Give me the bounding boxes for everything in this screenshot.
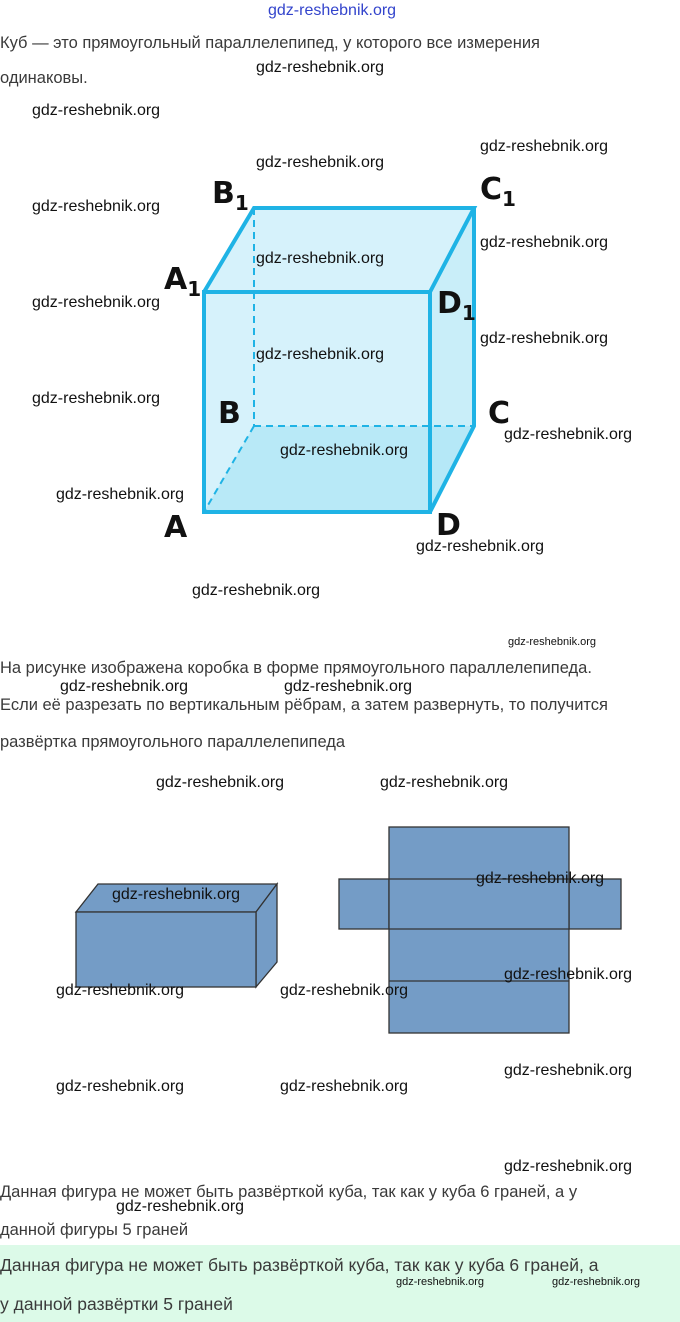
watermark: gdz-reshebnik.org [256,59,385,76]
watermark: gdz-reshebnik.org [480,234,609,251]
label-b: B [218,396,241,431]
watermark: gdz-reshebnik.org [380,774,509,791]
para2-line-3: развёртка прямоугольного параллелепипеда [0,733,346,751]
box-net-figure [338,826,622,1034]
watermark: gdz-reshebnik.org [60,678,189,695]
watermark: gdz-reshebnik.org [56,982,185,999]
watermark: gdz-reshebnik.org [280,442,409,459]
watermark: gdz-reshebnik.org [416,538,545,555]
answer-line-1: Данная фигура не может быть развёрткой к… [0,1255,599,1275]
watermark: gdz-reshebnik.org [284,678,413,695]
para2-line-1: На рисунке изображена коробка в форме пр… [0,659,592,677]
watermark: gdz-reshebnik.org [504,1158,633,1175]
intro-line-1: Куб — это прямоугольный параллелепипед, … [0,34,540,52]
label-d1: D1 [437,286,476,325]
watermark: gdz-reshebnik.org [256,346,385,363]
watermark: gdz-reshebnik.org [504,1062,633,1079]
cube-figure [202,206,478,514]
label-a1: A1 [164,262,202,301]
watermark: gdz-reshebnik.org [192,582,321,599]
watermark: gdz-reshebnik.org [116,1198,245,1215]
box-figure [74,882,279,989]
site-link[interactable]: gdz-reshebnik.org [268,2,397,19]
label-c1: C1 [480,172,516,211]
watermark: gdz-reshebnik.org [56,1078,185,1095]
label-a: A [164,510,188,545]
watermark: gdz-reshebnik.org [552,1276,641,1288]
watermark: gdz-reshebnik.org [32,390,161,407]
watermark: gdz-reshebnik.org [156,774,285,791]
label-d: D [436,508,461,543]
para3-line-2: данной фигуры 5 граней [0,1221,189,1239]
label-c: C [488,396,511,431]
watermark: gdz-reshebnik.org [396,1276,485,1288]
watermark: gdz-reshebnik.org [480,330,609,347]
watermark: gdz-reshebnik.org [280,1078,409,1095]
watermark: gdz-reshebnik.org [256,154,385,171]
intro-line-2: одинаковы. [0,69,88,87]
para3-line-1: Данная фигура не может быть развёрткой к… [0,1183,578,1201]
answer-line-2: у данной развёртки 5 граней [0,1294,233,1314]
watermark: gdz-reshebnik.org [32,102,161,119]
watermark: gdz-reshebnik.org [480,138,609,155]
cube-bottom-face [204,426,474,512]
label-b1: B1 [212,176,249,215]
watermark: gdz-reshebnik.org [256,250,385,267]
watermark: gdz-reshebnik.org [280,982,409,999]
watermark: gdz-reshebnik.org [32,294,161,311]
watermark: gdz-reshebnik.org [476,870,605,887]
cube-top-face [204,208,474,292]
watermark: gdz-reshebnik.org [112,886,241,903]
watermark: gdz-reshebnik.org [56,486,185,503]
answer-box: Данная фигура не может быть развёрткой к… [0,1245,680,1322]
watermark: gdz-reshebnik.org [508,636,597,648]
watermark: gdz-reshebnik.org [32,198,161,215]
watermark: gdz-reshebnik.org [504,966,633,983]
para2-line-2: Если её разрезать по вертикальным рёбрам… [0,696,608,714]
watermark: gdz-reshebnik.org [504,426,633,443]
